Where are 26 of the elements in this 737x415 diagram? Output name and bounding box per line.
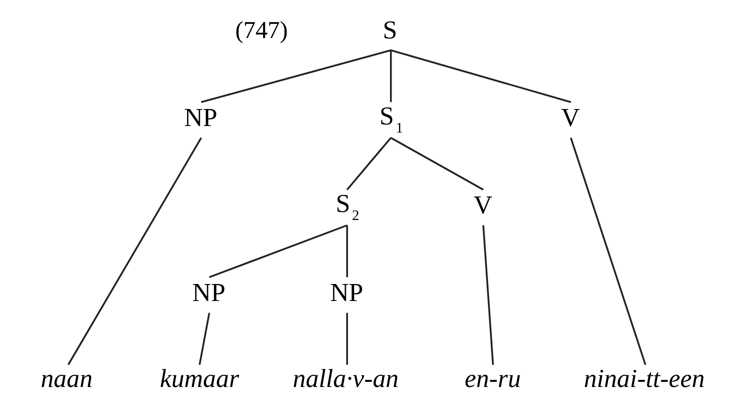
node-text: NP [184,103,217,132]
connector [482,225,494,365]
connector [198,312,210,365]
node-text: nalla·v-an [292,364,398,394]
connector [66,137,202,366]
node-text: ninai-tt-een [583,364,704,394]
node-text: S$_{2}$ [335,189,359,224]
label: (747) [234,17,288,44]
node-text: S$_{1}$ [379,101,403,136]
connector [208,224,347,278]
connector [200,49,391,103]
connector [390,49,571,103]
node-text: V [560,103,580,132]
connector [570,138,646,366]
node-text: naan [40,364,92,394]
node-text: S [382,16,397,45]
node-text: NP [330,278,363,308]
connector [346,312,348,365]
connector [346,225,348,278]
node-text: kumaar [159,364,239,394]
node-text: V [473,190,492,220]
node-text: en-ru [464,364,520,394]
connector [390,137,484,190]
connector [346,137,392,190]
connector [390,50,392,102]
node-text: NP [192,278,225,308]
